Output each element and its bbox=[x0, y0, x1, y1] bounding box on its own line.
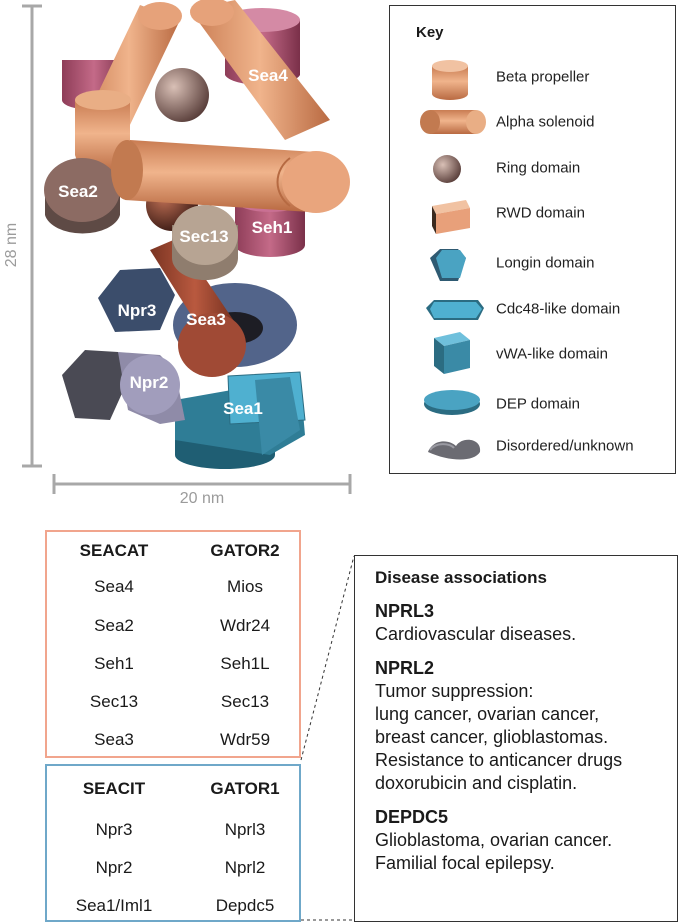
key-item-alpha-solenoid: Alpha solenoid bbox=[496, 113, 595, 131]
hexagon-slab-icon bbox=[426, 300, 484, 320]
height-dimension-bar bbox=[22, 4, 42, 468]
disease-text-line: Familial focal epilepsy. bbox=[375, 853, 555, 873]
rod-icon bbox=[420, 110, 486, 134]
seacat-gator2-table: SEACAT GATOR2 Sea4 Mios Sea2 Wdr24 Seh1 … bbox=[45, 530, 301, 758]
key-item-rwd-domain: RWD domain bbox=[496, 204, 585, 222]
sec13-label: Sec13 bbox=[179, 227, 228, 246]
sphere-icon bbox=[433, 155, 461, 183]
long-alpha-solenoid bbox=[111, 140, 350, 213]
blob-icon bbox=[428, 439, 481, 460]
npr2-structure bbox=[62, 350, 185, 424]
table-cell: Mios bbox=[227, 577, 263, 596]
disease-text-line: Glioblastoma, ovarian cancer. bbox=[375, 830, 613, 850]
table-cell: Wdr59 bbox=[219, 730, 271, 749]
table-cell: Sec13 bbox=[220, 692, 270, 711]
disease-title: Disease associations bbox=[375, 568, 547, 587]
height-dimension-label: 28 nm bbox=[3, 223, 20, 267]
cylinder-icon bbox=[432, 60, 468, 100]
disease-associations-box: Disease associations NPRL3 Cardiovascula… bbox=[354, 555, 678, 922]
legend-key-box: Key bbox=[389, 5, 676, 474]
seacit-gator1-table: SEACIT GATOR1 Npr3 Nprl3 Npr2 Nprl2 Sea1… bbox=[45, 764, 301, 922]
width-dimension-label: 20 nm bbox=[180, 490, 224, 507]
hexagon-prism-icon bbox=[430, 249, 466, 281]
width-dimension-bar bbox=[52, 474, 352, 494]
complex-structure-model: 28 nm 20 nm bbox=[3, 0, 352, 507]
disease-entry-nprl2: NPRL2 Tumor suppression: lung cancer, ov… bbox=[375, 657, 677, 795]
ring-domain-sphere bbox=[155, 68, 209, 122]
key-item-longin-domain: Longin domain bbox=[496, 254, 595, 272]
table-cell: Seh1 bbox=[94, 654, 134, 673]
key-item-beta-propeller: Beta propeller bbox=[496, 68, 590, 86]
key-item-dep-domain: DEP domain bbox=[496, 395, 580, 413]
disease-gene-name: DEPDC5 bbox=[375, 807, 449, 827]
table-cell: Sea2 bbox=[94, 616, 134, 635]
disease-text-line: Resistance to anticancer drugs bbox=[375, 750, 623, 770]
table-cell: Sea3 bbox=[94, 730, 134, 749]
table-cell: Depdc5 bbox=[215, 896, 275, 915]
npr2-label: Npr2 bbox=[130, 373, 169, 392]
disease-text-line: Cardiovascular diseases. bbox=[375, 624, 577, 644]
key-item-disordered-unknown: Disordered/unknown bbox=[496, 437, 634, 455]
sea1-label: Sea1 bbox=[223, 399, 263, 418]
sec13-structure bbox=[172, 205, 238, 280]
disease-text-line: breast cancer, glioblastomas. bbox=[375, 727, 609, 747]
disease-entry-depdc5: DEPDC5 Glioblastoma, ovarian cancer. Fam… bbox=[375, 806, 677, 875]
table-header-seacat: SEACAT bbox=[79, 541, 149, 560]
npr3-label: Npr3 bbox=[118, 301, 157, 320]
table-cell: Nprl2 bbox=[224, 858, 266, 877]
table-header-gator1: GATOR1 bbox=[210, 779, 280, 798]
box-icon bbox=[432, 200, 470, 234]
alpha-solenoid-rods bbox=[75, 0, 330, 175]
disease-text-line: Tumor suppression: bbox=[375, 681, 534, 701]
key-title: Key bbox=[416, 24, 444, 41]
disease-entry-nprl3: NPRL3 Cardiovascular diseases. bbox=[375, 600, 677, 646]
disease-text-line: doxorubicin and cisplatin. bbox=[375, 773, 578, 793]
sea4-label: Sea4 bbox=[248, 66, 288, 85]
table-cell: Sea1/Iml1 bbox=[75, 896, 153, 915]
table-header-gator2: GATOR2 bbox=[210, 541, 280, 560]
sea2-structure bbox=[44, 158, 120, 234]
table-cell: Sec13 bbox=[89, 692, 139, 711]
table-cell: Wdr24 bbox=[219, 616, 271, 635]
table-cell: Npr3 bbox=[95, 820, 133, 839]
sea2-label: Sea2 bbox=[58, 182, 98, 201]
disease-text-line: lung cancer, ovarian cancer, bbox=[375, 704, 600, 724]
key-item-vwa-like-domain: vWA-like domain bbox=[496, 345, 608, 363]
disc-icon bbox=[424, 390, 480, 415]
seh1-label: Seh1 bbox=[252, 218, 293, 237]
disease-gene-name: NPRL2 bbox=[375, 658, 435, 678]
key-icons bbox=[420, 60, 486, 460]
table-cell: Seh1L bbox=[220, 654, 270, 673]
table-cell: Nprl3 bbox=[224, 820, 266, 839]
table-header-seacit: SEACIT bbox=[82, 779, 146, 798]
table-cell: Sea4 bbox=[94, 577, 134, 596]
table-cell: Npr2 bbox=[95, 858, 133, 877]
sea1-structure bbox=[175, 371, 306, 469]
sea3-label: Sea3 bbox=[186, 310, 226, 329]
cube-icon bbox=[434, 332, 470, 374]
key-item-cdc48-like-domain: Cdc48-like domain bbox=[496, 300, 621, 318]
disease-gene-name: NPRL3 bbox=[375, 601, 435, 621]
key-item-ring-domain: Ring domain bbox=[496, 159, 581, 177]
